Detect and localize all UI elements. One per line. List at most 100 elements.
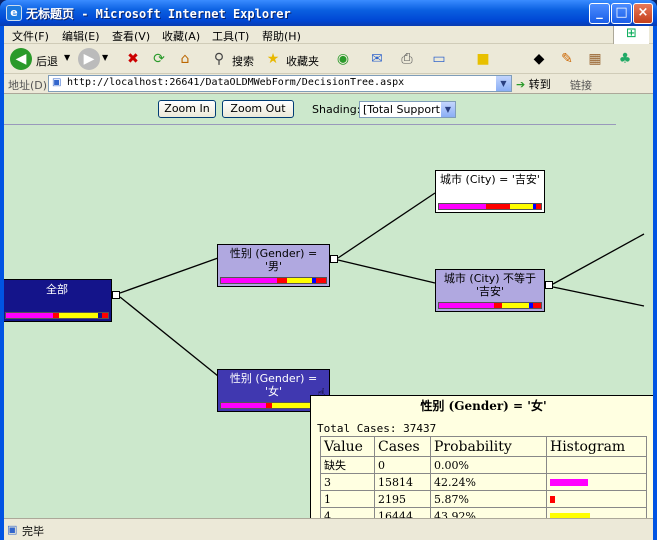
node-root-histogram xyxy=(5,312,109,319)
favorites-label[interactable]: 收藏夹 xyxy=(286,55,319,68)
cell-value: 1 xyxy=(320,490,375,508)
forward-icon[interactable]: ▶ xyxy=(78,48,100,70)
edge-root-female xyxy=(119,296,219,377)
windows-logo-icon: ⊞ xyxy=(613,26,649,44)
client-area: 文件(F) 编辑(E) 查看(V) 收藏(A) 工具(T) 帮助(H) ⊞ ◀ … xyxy=(4,26,653,540)
shading-label: Shading: xyxy=(312,103,361,116)
table-header-row: Value Cases Probability Histogram xyxy=(320,436,647,457)
address-bar: 地址(D) ▣ http://localhost:26641/DataOLDMW… xyxy=(4,74,653,94)
search-icon[interactable]: ⚲ xyxy=(213,51,225,67)
divider xyxy=(4,124,616,125)
research-icon[interactable]: ◆ xyxy=(533,51,545,67)
node-city-ji-label: 城市 (City) = '吉安' xyxy=(440,173,540,186)
histogram-bar xyxy=(550,513,590,520)
title-bar[interactable]: e 无标题页 - Microsoft Internet Explorer _ □… xyxy=(0,0,657,26)
header-histogram: Histogram xyxy=(546,436,647,457)
cell-cases: 15814 xyxy=(374,473,431,491)
status-bar: ▣ 完毕 xyxy=(4,518,653,540)
page-content: Zoom In Zoom Out Shading: [Total Support… xyxy=(4,94,653,530)
node-male[interactable]: 性别 (Gender) = '男' xyxy=(217,244,330,287)
edit-icon[interactable]: ▭ xyxy=(432,51,446,67)
node-city-ji-histogram xyxy=(438,203,542,210)
edge-male-city-ji xyxy=(337,192,436,259)
node-city-not-label: 城市 (City) 不等于 '吉安' xyxy=(443,272,537,298)
cell-histogram xyxy=(546,473,647,491)
media-icon[interactable]: ◉ xyxy=(336,51,350,67)
home-icon[interactable]: ⌂ xyxy=(180,51,190,67)
back-label[interactable]: 后退 xyxy=(36,55,58,68)
window-title: 无标题页 - Microsoft Internet Explorer xyxy=(26,7,291,21)
edge-root-male xyxy=(119,257,219,294)
close-button[interactable]: × xyxy=(633,3,653,24)
search-label[interactable]: 搜索 xyxy=(232,55,254,68)
shading-value: [Total Support] xyxy=(363,103,445,116)
tree-controls: Zoom In Zoom Out Shading: [Total Support… xyxy=(4,94,639,124)
stop-icon[interactable]: ✖ xyxy=(127,51,139,67)
menu-file[interactable]: 文件(F) xyxy=(12,30,49,43)
go-label: 转到 xyxy=(528,78,551,91)
node-city-not[interactable]: 城市 (City) 不等于 '吉安' xyxy=(435,269,545,312)
cell-prob: 5.87% xyxy=(430,490,547,508)
hand-cursor-icon: ☝ xyxy=(317,386,326,402)
histogram-bar xyxy=(550,479,588,486)
mail-icon[interactable]: ✉ xyxy=(371,51,383,67)
favorites-icon[interactable]: ★ xyxy=(266,51,280,67)
tooltip-title: 性别 (Gender) = '女' xyxy=(420,399,547,413)
maximize-button[interactable]: □ xyxy=(611,3,632,24)
links-label[interactable]: 链接 xyxy=(570,79,592,92)
menu-view[interactable]: 查看(V) xyxy=(112,30,151,43)
print-icon[interactable]: ⎙ xyxy=(401,51,413,67)
header-cases: Cases xyxy=(374,436,431,457)
page-icon: ▣ xyxy=(52,77,62,88)
node-root-label: 全部 xyxy=(46,283,68,296)
cell-cases: 0 xyxy=(374,456,431,474)
back-icon[interactable]: ◀ xyxy=(10,48,32,70)
menu-tools[interactable]: 工具(T) xyxy=(212,30,250,43)
address-label: 地址(D) xyxy=(8,79,48,92)
cell-value: 3 xyxy=(320,473,375,491)
shading-dropdown-icon[interactable]: ▼ xyxy=(441,102,455,117)
tools-icon[interactable]: ▦ xyxy=(588,51,602,67)
node-female-label: 性别 (Gender) = '女' xyxy=(229,372,318,398)
msn-icon[interactable]: ♣ xyxy=(618,51,632,67)
address-dropdown-icon[interactable]: ▼ xyxy=(496,76,511,91)
ie-icon: e xyxy=(6,5,22,21)
shading-select[interactable]: [Total Support] ▼ xyxy=(359,101,456,118)
address-input[interactable]: ▣ http://localhost:26641/DataOLDMWebForm… xyxy=(48,75,512,92)
cell-histogram xyxy=(546,490,647,508)
messenger-icon[interactable]: ✎ xyxy=(561,51,573,67)
node-root-expander[interactable] xyxy=(112,291,120,299)
refresh-icon[interactable]: ⟳ xyxy=(153,51,165,67)
header-value: Value xyxy=(320,436,375,457)
zoom-out-button[interactable]: Zoom Out xyxy=(222,100,294,118)
address-url[interactable]: http://localhost:26641/DataOLDMWebForm/D… xyxy=(67,77,405,88)
status-text: 完毕 xyxy=(22,525,44,538)
menu-bar: 文件(F) 编辑(E) 查看(V) 收藏(A) 工具(T) 帮助(H) ⊞ xyxy=(4,26,653,44)
cell-histogram xyxy=(546,456,647,474)
menu-favorites[interactable]: 收藏(A) xyxy=(162,30,201,43)
menu-edit[interactable]: 编辑(E) xyxy=(62,30,100,43)
node-city-ji[interactable]: 城市 (City) = '吉安' xyxy=(435,170,545,213)
node-city-not-expander[interactable] xyxy=(545,281,553,289)
cell-prob: 0.00% xyxy=(430,456,547,474)
status-page-icon: ▣ xyxy=(7,523,18,536)
back-dropdown-icon[interactable]: ▼ xyxy=(64,53,71,62)
node-male-expander[interactable] xyxy=(330,255,338,263)
menu-help[interactable]: 帮助(H) xyxy=(262,30,301,43)
discuss-icon[interactable]: ■ xyxy=(476,51,490,67)
go-button[interactable]: ➔ 转到 xyxy=(516,76,551,92)
cell-prob: 42.24% xyxy=(430,473,547,491)
node-root[interactable]: 全部 xyxy=(4,279,112,322)
header-probability: Probability xyxy=(430,436,547,457)
zoom-in-button[interactable]: Zoom In xyxy=(158,100,216,118)
node-city-not-histogram xyxy=(438,302,542,309)
minimize-button[interactable]: _ xyxy=(589,3,610,24)
histogram-bar xyxy=(550,496,555,503)
forward-dropdown-icon[interactable]: ▼ xyxy=(102,53,109,62)
tooltip-total: Total Cases: 37437 xyxy=(317,422,437,435)
cell-value: 缺失 xyxy=(320,456,375,474)
edge-city-not-child2 xyxy=(552,286,645,307)
